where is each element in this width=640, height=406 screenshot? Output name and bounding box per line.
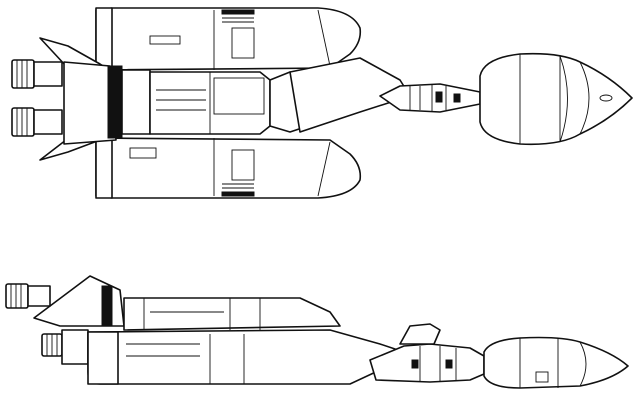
side-cockpit-head (483, 336, 629, 389)
upper-pod (95, 7, 362, 73)
lower-engine (41, 329, 89, 365)
engine-nozzles (11, 59, 63, 137)
side-neck-linkage (369, 323, 485, 383)
central-fuselage (107, 57, 411, 139)
upper-engine (5, 283, 51, 309)
lower-pod (95, 133, 362, 199)
rear-fins (39, 37, 117, 161)
top-view (11, 7, 633, 199)
upper-hull (123, 297, 341, 331)
lower-hull (87, 329, 405, 385)
cockpit-head (479, 52, 633, 146)
dorsal-fin (33, 275, 125, 327)
neck-linkage (379, 83, 481, 113)
side-view (5, 275, 629, 389)
